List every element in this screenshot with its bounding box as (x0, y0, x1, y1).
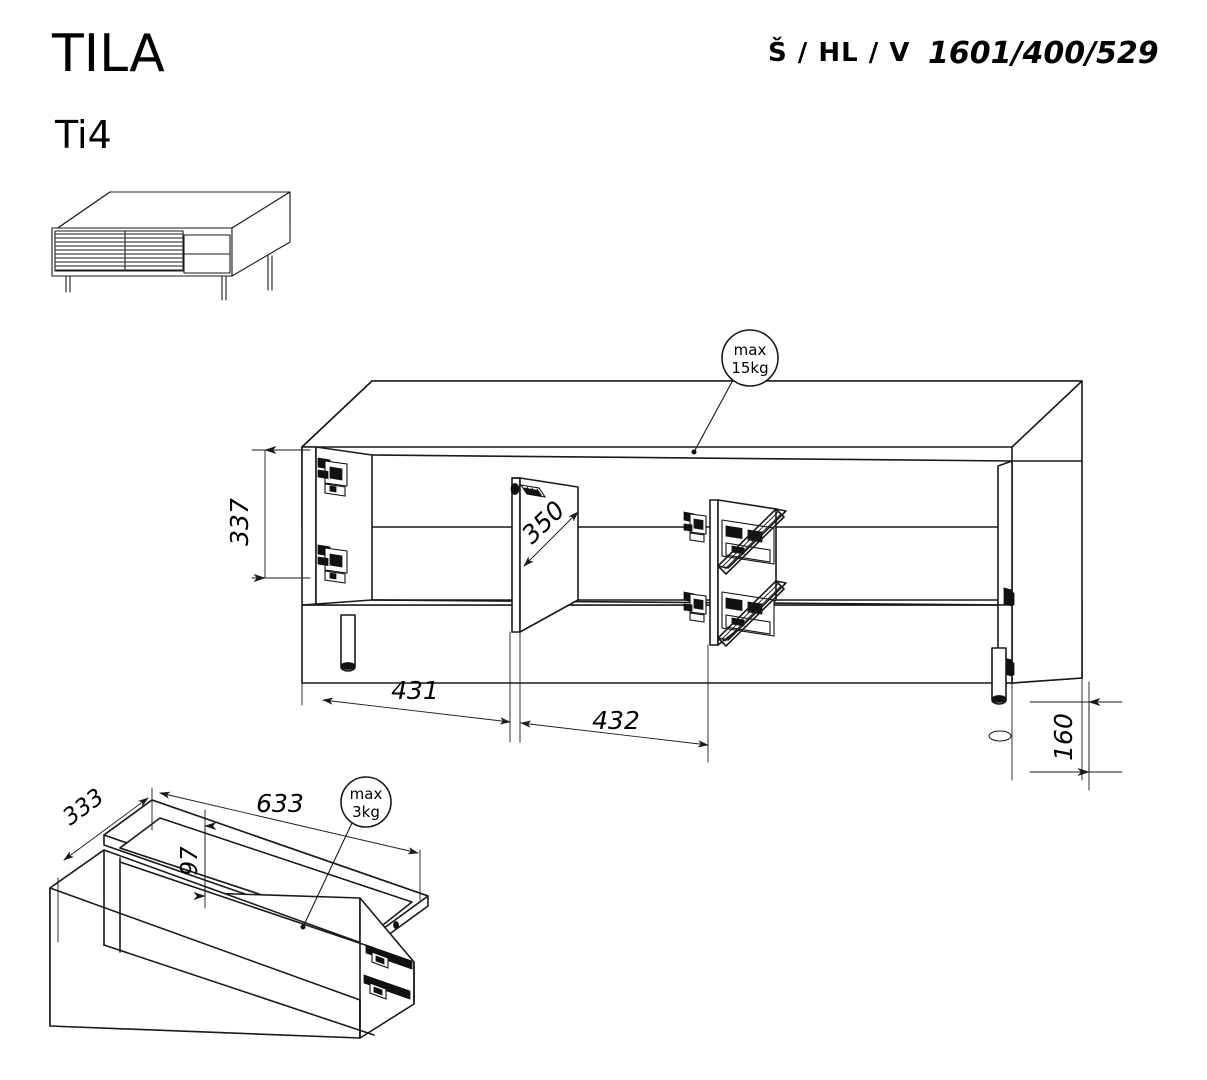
cabinet-legs (340, 614, 1012, 742)
dimension-431-value: 431 (391, 676, 439, 705)
callout-3kg-line2: 3kg (352, 803, 380, 821)
dimension-value: 1601/400/529 (928, 36, 1159, 71)
hinge-plate-lower-left (317, 544, 348, 584)
drawer-detail-drawing: 333 633 97 max 3kg (49, 776, 429, 1039)
drawer-runner-upper (717, 508, 787, 575)
dimension-160-value: 160 (1049, 713, 1078, 761)
callout-15kg-line1: max (734, 341, 767, 359)
callout-15kg-line2: 15kg (731, 359, 768, 377)
dimension-337: 337 (225, 445, 311, 583)
dimension-label: Š / HL / V (768, 38, 911, 68)
dimension-337-value: 337 (225, 498, 254, 546)
dimension-431: 431 (322, 676, 511, 725)
dimension-633-value: 633 (256, 789, 304, 818)
hinge-right-upper (1003, 587, 1015, 607)
product-preview-drawing (51, 191, 291, 301)
dimension-97: 97 (177, 809, 217, 909)
drawer-slide-rail (363, 921, 413, 1000)
shelf-support-pin (510, 483, 547, 498)
dimension-160: 160 (1029, 681, 1123, 791)
drawer-runner-lower (717, 580, 787, 647)
dimension-432-value: 432 (592, 706, 640, 735)
main-cabinet-drawing: max 15kg 337 350 431 432 (225, 329, 1123, 791)
dimension-97-value: 97 (177, 846, 203, 876)
hinge-cup-lower-middle (683, 591, 707, 623)
slat-lines (55, 233, 183, 271)
hinge-cup-upper-middle (683, 511, 707, 543)
max-load-callout-15kg: max 15kg (691, 329, 779, 455)
dimension-432: 432 (520, 706, 709, 748)
callout-3kg-line1: max (350, 785, 383, 803)
page-title: TILA (52, 24, 165, 84)
max-load-callout-3kg: max 3kg (300, 776, 392, 930)
page-subtitle: Ti4 (55, 113, 112, 157)
dimension-333-value: 333 (58, 784, 109, 831)
dimension-633: 633 (159, 789, 421, 901)
hinge-plate-upper-left (317, 457, 348, 497)
